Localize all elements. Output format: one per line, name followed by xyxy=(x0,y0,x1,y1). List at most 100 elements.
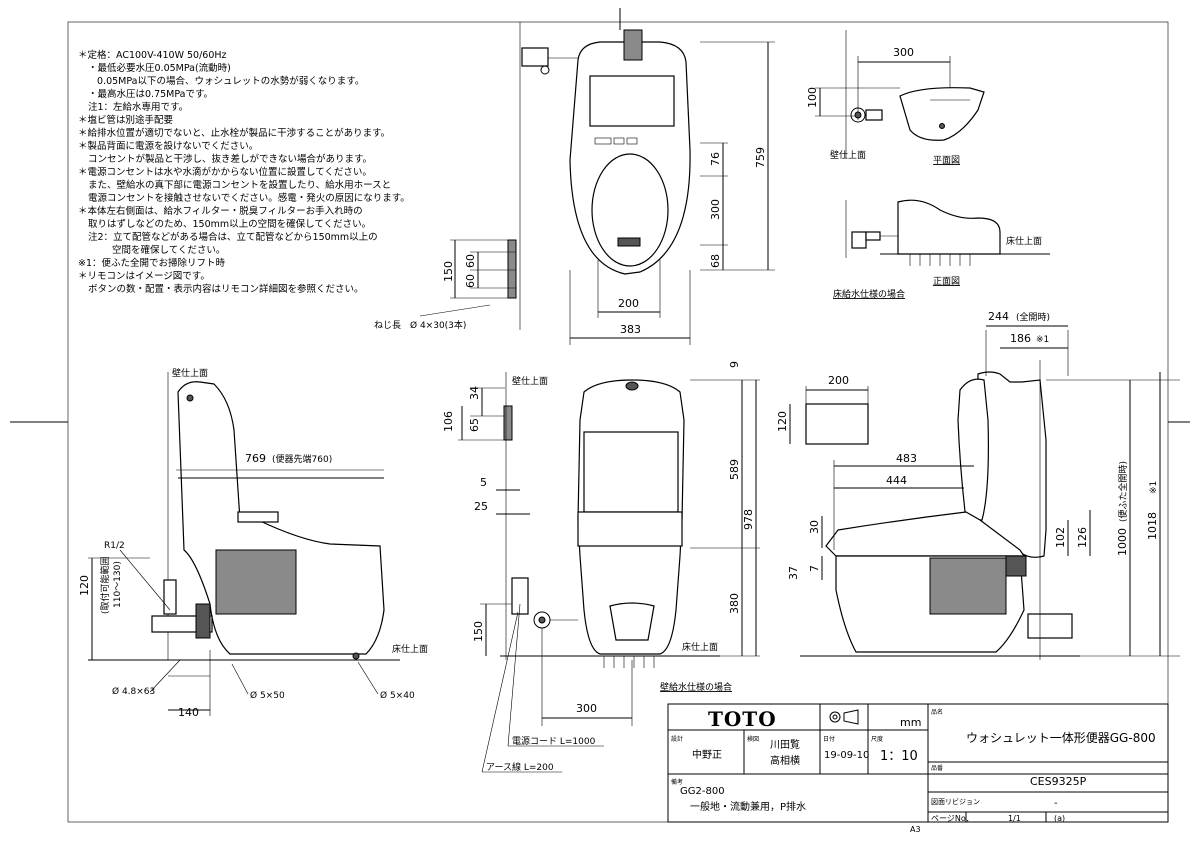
wall-surface-label-front: 壁仕上面 xyxy=(512,375,548,387)
note-line: ・最低必要水圧0.05MPa(流動時) xyxy=(88,62,231,74)
dim-65: 65 xyxy=(468,418,481,432)
design-label: 設計 xyxy=(671,735,683,743)
dim-76: 76 xyxy=(709,152,722,166)
screw-length-label: ねじ長 Ø 4×30(3本) xyxy=(374,319,466,331)
projection-symbol xyxy=(829,709,859,725)
note-line: ボタンの数・配置・表示内容はリモコン詳細図を参照ください。 xyxy=(88,283,364,295)
r12-label: R1/2 xyxy=(104,541,125,551)
designer: 中野正 xyxy=(692,748,722,761)
dim-150-top: 150 xyxy=(442,261,455,282)
dim-1018: 1018 xyxy=(1146,512,1159,540)
note-line: 注2：立て配管などがある場合は、立て配管などから150mm以上の xyxy=(88,231,378,243)
plan-view-label: 平面図 xyxy=(933,155,960,166)
note-line: コンセントが製品と干渉し、抜き差しができない場合があります。 xyxy=(88,153,372,165)
earth-wire-label: アース線 L=200 xyxy=(486,761,554,773)
note-line: ＊リモコンはイメージ図です。 xyxy=(78,271,210,282)
right-side-view: 200 120 244 (全開時) 186 ※1 483 444 30 37 7… xyxy=(776,310,1180,660)
checker: 高相横 xyxy=(770,754,800,767)
page-suffix: (a) xyxy=(1054,814,1065,823)
full-open-label: (全開時) xyxy=(1016,311,1050,323)
install-range-label: (取付可能範囲 xyxy=(99,556,111,614)
dim-300-plan: 300 xyxy=(893,46,914,59)
page-number: 1/1 xyxy=(1008,814,1021,823)
note-line: 注1：左給水専用です。 xyxy=(88,101,188,113)
scale: 1：10 xyxy=(880,749,918,764)
dim-100: 100 xyxy=(806,87,819,108)
brand-logo: TOTO xyxy=(708,707,777,731)
remark-label: 備考 xyxy=(671,778,683,786)
dim-150-mid: 150 xyxy=(472,621,485,642)
dim-300: 300 xyxy=(709,199,722,220)
date: 19-09-10 xyxy=(824,750,869,761)
lid-open-full-label: (便ふた全開時) xyxy=(1117,461,1129,522)
floor-surface-label-front: 床仕上面 xyxy=(682,641,718,653)
dim-1000: 1000 xyxy=(1116,528,1129,556)
check-label: 検図 xyxy=(747,735,759,743)
note-line: ＊本体左右側面は、給水フィルター・脱臭フィルターお手入れ時の xyxy=(78,205,363,217)
dim-300-mid: 300 xyxy=(576,702,597,715)
toilet-tip-label: (便器先端760) xyxy=(272,453,332,465)
dim-200-rc: 200 xyxy=(828,374,849,387)
dim-30: 30 xyxy=(808,520,821,534)
note-line: ＊定格：AC100V-410W 50/60Hz xyxy=(78,49,227,61)
product-name: ウォシュレット一体形便器GG-800 xyxy=(966,731,1156,745)
dim-759: 759 xyxy=(754,147,767,168)
floor-surface-label: 床仕上面 xyxy=(1006,235,1042,247)
note-line: ＊電源コンセントは水や水滴がかからない位置に設置してください。 xyxy=(78,166,372,178)
unit-label: mm xyxy=(900,716,921,729)
power-cord-label: 電源コード L=1000 xyxy=(512,736,596,747)
dim-186: 186 xyxy=(1010,332,1031,345)
dim-9: 9 xyxy=(728,361,741,368)
floor-supply-label: 床給水仕様の場合 xyxy=(833,288,905,300)
dim-5: 5 xyxy=(480,476,487,489)
spec-notes: ＊定格：AC100V-410W 50/60Hz ・最低必要水圧0.05MPa(流… xyxy=(78,49,410,295)
note-line: 電源コンセントを接触させないでください。感電・発火の原因になります。 xyxy=(88,192,410,204)
floor-supply-detail: 300 100 壁仕上面 平面図 床仕上面 正面図 床給水仕様の場合 xyxy=(806,30,1050,300)
revision-label: 図面リビジョン xyxy=(931,797,980,806)
revision: - xyxy=(1054,798,1058,809)
note-line: ※1：便ふた全開でお掃除リフト時 xyxy=(78,257,226,269)
note-line: ＊製品背面に電源を設けないでください。 xyxy=(78,140,258,152)
note-line: ＊給排水位置が適切でないと、止水栓が製品に干渉することがあります。 xyxy=(78,127,390,139)
name-label: 品名 xyxy=(931,708,943,716)
screw-a-label: Ø 4.8×63 xyxy=(112,686,155,697)
install-range-label-2: 110～130) xyxy=(113,561,123,608)
dim-34: 34 xyxy=(468,386,481,400)
dim-380: 380 xyxy=(728,593,741,614)
dim-383: 383 xyxy=(620,323,641,336)
top-view: 759 76 300 68 200 383 xyxy=(519,22,775,345)
scale-label: 尺度 xyxy=(871,735,883,743)
dim-102: 102 xyxy=(1054,527,1067,548)
dim-120-left: 120 xyxy=(78,575,91,596)
dim-769: 769 xyxy=(245,452,266,465)
dim-60b: 60 xyxy=(464,274,477,288)
dim-444: 444 xyxy=(886,474,907,487)
checker: 川田覧 xyxy=(770,739,800,751)
wall-supply-label: 壁給水仕様の場合 xyxy=(660,681,732,693)
note-line: ＊塩ビ管は別途手配要 xyxy=(78,114,173,126)
remark: GG2-800 xyxy=(680,786,725,797)
dim-483: 483 xyxy=(896,452,917,465)
remark: 一般地・流動兼用，P排水 xyxy=(690,800,806,813)
front-view-label: 正面図 xyxy=(933,276,960,287)
note-line: ・最高水圧は0.75MPaです。 xyxy=(88,88,213,100)
sheet-size: A3 xyxy=(910,825,921,834)
note-line: また、壁給水の真下部に電源コンセントを設置したり、給水用ホースと xyxy=(88,179,391,191)
dim-106: 106 xyxy=(442,411,455,432)
floor-surface-label-left: 床仕上面 xyxy=(392,643,428,655)
wall-surface-label-left: 壁仕上面 xyxy=(172,367,208,379)
dim-589: 589 xyxy=(728,459,741,480)
dim-140: 140 xyxy=(178,706,199,719)
model-label: 品番 xyxy=(931,765,943,772)
dim-126: 126 xyxy=(1076,527,1089,548)
dim-68: 68 xyxy=(709,254,722,268)
dim-978: 978 xyxy=(742,509,755,530)
wall-surface-label: 壁仕上面 xyxy=(830,149,866,161)
model-code: CES9325P xyxy=(1030,775,1087,788)
screw-c-label: Ø 5×40 xyxy=(380,690,415,701)
dim-25: 25 xyxy=(474,500,488,513)
note-line: 取りはずしなどのため、150mm以上の空間を確保してください。 xyxy=(88,218,371,230)
note-mark-label-2: ※1 xyxy=(1149,481,1159,494)
dim-200: 200 xyxy=(618,297,639,310)
